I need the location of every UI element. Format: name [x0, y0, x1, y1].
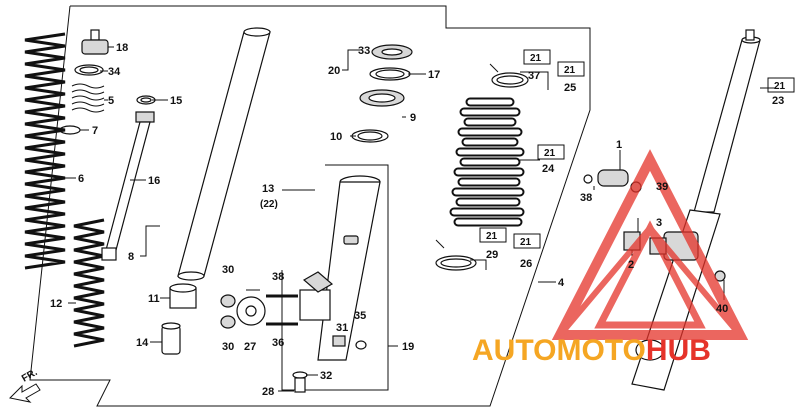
label-8: 8 [128, 251, 134, 263]
label-5: 5 [108, 95, 114, 107]
watermark-text-hub: HUB [646, 334, 711, 367]
front-direction-arrow [8, 383, 41, 403]
spring-seat-collar [71, 83, 105, 113]
label-14: 14 [136, 337, 149, 349]
label-40: 40 [716, 303, 728, 315]
slider-subframe [281, 164, 389, 391]
label-23: 23 [772, 95, 784, 107]
direction-label: FR. [20, 367, 40, 385]
label-22: (22) [260, 199, 278, 210]
watermark-logo [551, 149, 749, 340]
label-39: 39 [656, 181, 668, 193]
label-29: 29 [486, 249, 498, 261]
label-10: 10 [330, 131, 342, 143]
label-4: 4 [558, 277, 565, 289]
fork-spring [24, 32, 66, 270]
assembly-outline [29, 5, 591, 407]
rebound-spring [73, 218, 105, 348]
label-21-box-a: 21 [530, 53, 542, 64]
watermark-text-auto: AUTO [472, 334, 556, 367]
watermark-text: AUTOMOTOHUB [472, 334, 711, 367]
label-28: 28 [262, 386, 274, 398]
label-16: 16 [148, 175, 160, 187]
boot-band-lower [435, 239, 477, 271]
fork-cap-bolt [81, 29, 114, 55]
label-30-top: 30 [222, 264, 234, 276]
label-34: 34 [108, 66, 121, 78]
stopper-ring [369, 67, 411, 81]
watermark-text-moto: MOTO [556, 334, 645, 367]
label-30-bottom: 30 [222, 341, 234, 353]
label-15: 15 [170, 95, 182, 107]
label-19: 19 [402, 341, 414, 353]
fork-boot [449, 97, 525, 227]
label-20: 20 [328, 65, 340, 77]
label-35: 35 [354, 310, 366, 322]
back-up-ring [351, 129, 389, 143]
label-33: 33 [358, 45, 370, 57]
o-ring [74, 64, 104, 76]
label-3: 3 [656, 217, 662, 229]
label-25: 25 [564, 82, 576, 94]
boot-band-upper [489, 63, 529, 88]
label-37: 37 [528, 70, 540, 82]
label-32: 32 [320, 370, 332, 382]
label-21-box-b: 21 [564, 65, 576, 76]
label-21-box-f: 21 [774, 81, 786, 92]
label-36: 36 [272, 337, 284, 349]
label-31: 31 [336, 322, 348, 334]
label-11: 11 [148, 293, 160, 305]
label-21-box-d: 21 [486, 231, 498, 242]
socket-bolt [292, 371, 308, 393]
label-18: 18 [116, 42, 128, 54]
label-21-box-c: 21 [544, 148, 556, 159]
drain-bolt [332, 335, 346, 347]
label-24: 24 [542, 163, 555, 175]
label-1: 1 [616, 139, 622, 151]
label-2: 2 [628, 259, 634, 271]
label-21-box-e: 21 [520, 237, 532, 248]
fork-slider [299, 175, 381, 361]
label-13: 13 [262, 183, 274, 195]
slide-bushing [169, 283, 197, 309]
inner-fork-tube [177, 27, 271, 281]
dust-seal [371, 44, 413, 60]
ref-box-21a [479, 49, 795, 249]
label-9: 9 [410, 112, 416, 124]
label-6: 6 [78, 173, 84, 185]
oil-seal [359, 89, 405, 107]
label-12: 12 [50, 298, 62, 310]
label-27: 27 [244, 341, 256, 353]
label-26: 26 [520, 258, 532, 270]
label-38-right: 38 [580, 192, 592, 204]
washer-small [355, 340, 367, 350]
axle-holder [220, 294, 298, 329]
label-38-left: 38 [272, 271, 284, 283]
label-17: 17 [428, 69, 440, 81]
label-7: 7 [92, 125, 98, 137]
oil-lock-piece [161, 322, 181, 355]
